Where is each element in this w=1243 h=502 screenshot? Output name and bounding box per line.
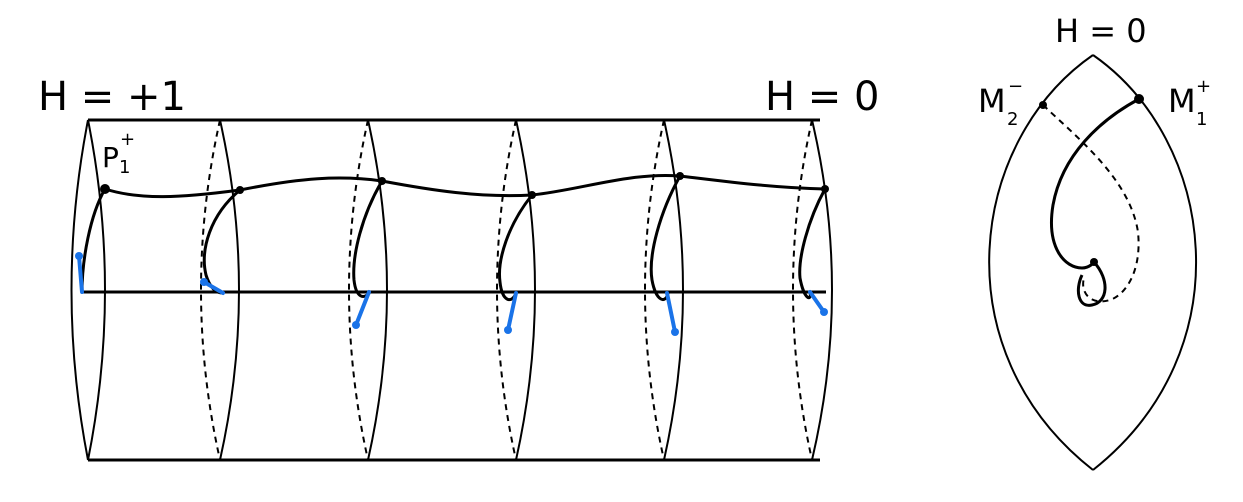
point-lens-center — [1090, 258, 1098, 266]
vector-4 — [665, 291, 677, 334]
vector-4-tip — [671, 328, 679, 336]
svg-text:1: 1 — [119, 157, 130, 178]
lens-solid-trajectory — [1050, 97, 1140, 307]
point-m2-minus — [1039, 101, 1047, 109]
label-h-plus-one: H = +1 — [38, 74, 186, 120]
section-2-front — [367, 119, 388, 461]
section-4-back — [644, 119, 665, 461]
point-p1-plus — [100, 184, 110, 194]
label-h-zero-lens: H = 0 — [1055, 12, 1147, 50]
point-m1-plus — [1134, 94, 1144, 104]
vector-3-tip — [504, 326, 512, 334]
vector-2 — [354, 290, 371, 327]
section-4-front — [663, 119, 684, 461]
svg-text:M: M — [978, 82, 1006, 120]
svg-text:+: + — [120, 129, 135, 150]
blue-vectors — [75, 252, 828, 336]
section-3-front — [515, 119, 536, 461]
lens-left-arc — [988, 54, 1094, 471]
vector-0-tip — [75, 252, 83, 260]
section-3-back — [496, 119, 517, 461]
label-p1-plus: P 1 + — [102, 129, 135, 178]
svg-text:−: − — [1008, 76, 1023, 97]
svg-text:P: P — [102, 141, 119, 174]
vector-0 — [77, 254, 84, 294]
hook-5 — [798, 188, 827, 300]
point-5 — [821, 185, 829, 193]
label-h-zero-cylinder: H = 0 — [765, 74, 879, 120]
vector-1-tip — [200, 278, 208, 286]
hook-3 — [498, 194, 534, 302]
svg-text:1: 1 — [1196, 109, 1207, 130]
section-2-back — [348, 119, 369, 461]
lens-dashed-trajectory — [1042, 104, 1140, 303]
right-end-back — [792, 119, 813, 461]
hook-2 — [352, 180, 384, 298]
point-3 — [528, 191, 536, 199]
hook-4 — [649, 175, 682, 301]
curve-points — [100, 172, 829, 199]
label-m2-minus: M 2 − — [978, 76, 1023, 130]
vector-3 — [506, 291, 518, 332]
point-1 — [236, 186, 244, 194]
section-1-back — [200, 119, 221, 461]
vector-2-tip — [352, 321, 360, 329]
point-4 — [676, 172, 684, 180]
svg-text:2: 2 — [1007, 109, 1018, 130]
svg-text:M: M — [1168, 82, 1196, 120]
vector-5-tip — [820, 308, 828, 316]
label-m1-plus: M 1 + — [1168, 76, 1211, 130]
section-1-front — [219, 119, 240, 461]
cylinder-outline — [70, 118, 833, 462]
wavy-curve — [104, 173, 826, 199]
left-end-back — [87, 119, 106, 461]
svg-text:+: + — [1196, 76, 1211, 97]
right-end-front — [811, 119, 833, 461]
left-end-front — [70, 119, 89, 461]
point-2 — [378, 177, 386, 185]
vector-5 — [808, 290, 826, 314]
